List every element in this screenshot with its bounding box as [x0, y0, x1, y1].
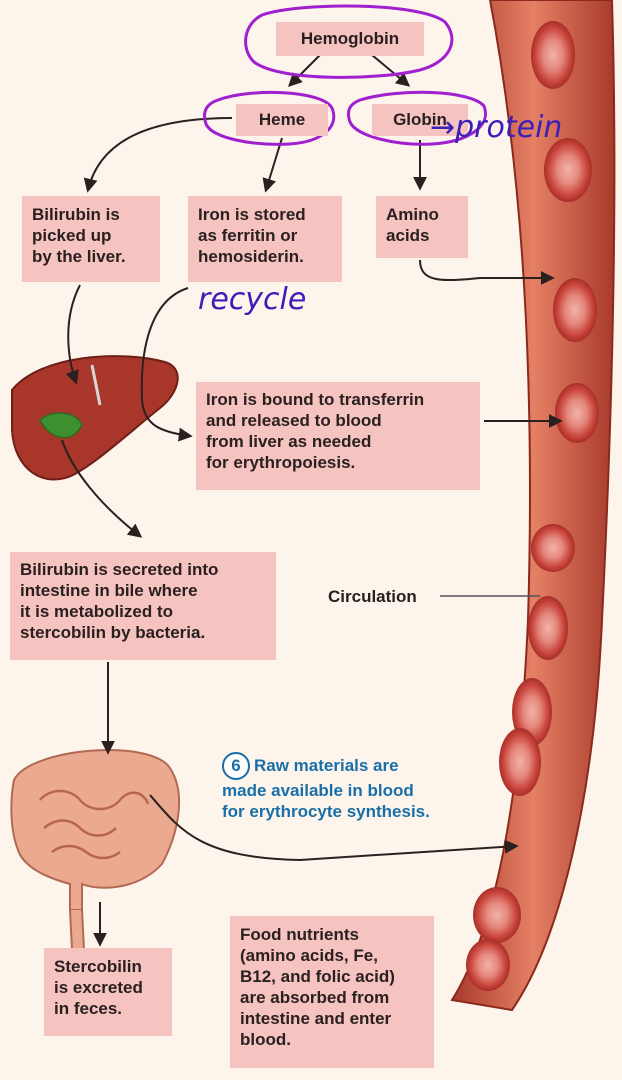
- rbc: [544, 138, 592, 202]
- text-line: B12, and folic acid): [240, 966, 424, 987]
- text-line: blood.: [240, 1029, 424, 1050]
- rbc: [531, 21, 575, 89]
- node-amino-acids: Amino acids: [376, 196, 468, 258]
- text-line: Bilirubin is: [32, 204, 150, 225]
- rbc: [466, 939, 510, 991]
- text-line: picked up: [32, 225, 150, 246]
- text-line: Iron is stored: [198, 204, 332, 225]
- rbc: [473, 887, 521, 943]
- node-hemoglobin-label: Hemoglobin: [301, 29, 399, 48]
- text-line: made available in blood: [222, 780, 482, 801]
- rbc: [528, 596, 568, 660]
- handwritten-recycle: recycle: [198, 282, 306, 317]
- text-line: Food nutrients: [240, 924, 424, 945]
- text-line: acids: [386, 225, 458, 246]
- node-bilirubin-secreted: Bilirubin is secreted into intestine in …: [10, 552, 276, 660]
- arrow-hemoglobin-heme: [290, 55, 320, 85]
- node-heme-label: Heme: [259, 110, 305, 129]
- text-line: intestine in bile where: [20, 580, 266, 601]
- text-line: are absorbed from: [240, 987, 424, 1008]
- intestine-illustration: [11, 750, 179, 950]
- text-line: as ferritin or: [198, 225, 332, 246]
- text-line: Raw materials are: [254, 756, 399, 775]
- arrow-hemoglobin-globin: [372, 55, 408, 85]
- text-line: by the liver.: [32, 246, 150, 267]
- rbc: [499, 728, 541, 796]
- text-line: hemosiderin.: [198, 246, 332, 267]
- node-bilirubin-liver: Bilirubin is picked up by the liver.: [22, 196, 160, 282]
- text-line: it is metabolized to: [20, 601, 266, 622]
- text-line: Stercobilin: [54, 956, 162, 977]
- text-line: is excreted: [54, 977, 162, 998]
- node-iron-transferrin: Iron is bound to transferrin and release…: [196, 382, 480, 490]
- node-iron-stored: Iron is stored as ferritin or hemosideri…: [188, 196, 342, 282]
- liver-illustration: [12, 356, 178, 479]
- node-stercobilin-excreted: Stercobilin is excreted in feces.: [44, 948, 172, 1036]
- node-heme: Heme: [236, 104, 328, 136]
- text-line: stercobilin by bacteria.: [20, 622, 266, 643]
- handwritten-protein: →protein: [430, 110, 562, 145]
- text-line: for erythrocyte synthesis.: [222, 801, 482, 822]
- rbc: [531, 524, 575, 572]
- blood-vessel: [452, 0, 614, 1010]
- text-line: from liver as needed: [206, 431, 470, 452]
- text-line: intestine and enter: [240, 1008, 424, 1029]
- rbc: [555, 383, 599, 443]
- circulation-label: Circulation: [328, 586, 417, 607]
- node-food-nutrients: Food nutrients (amino acids, Fe, B12, an…: [230, 916, 434, 1068]
- node-hemoglobin: Hemoglobin: [276, 22, 424, 56]
- step-number-badge: 6: [222, 752, 250, 780]
- rbc: [553, 278, 597, 342]
- text-line: for erythropoiesis.: [206, 452, 470, 473]
- text-line: (amino acids, Fe,: [240, 945, 424, 966]
- text-line: Bilirubin is secreted into: [20, 559, 266, 580]
- text-line: Amino: [386, 204, 458, 225]
- text-line: in feces.: [54, 998, 162, 1019]
- text-line: and released to blood: [206, 410, 470, 431]
- text-line: Iron is bound to transferrin: [206, 389, 470, 410]
